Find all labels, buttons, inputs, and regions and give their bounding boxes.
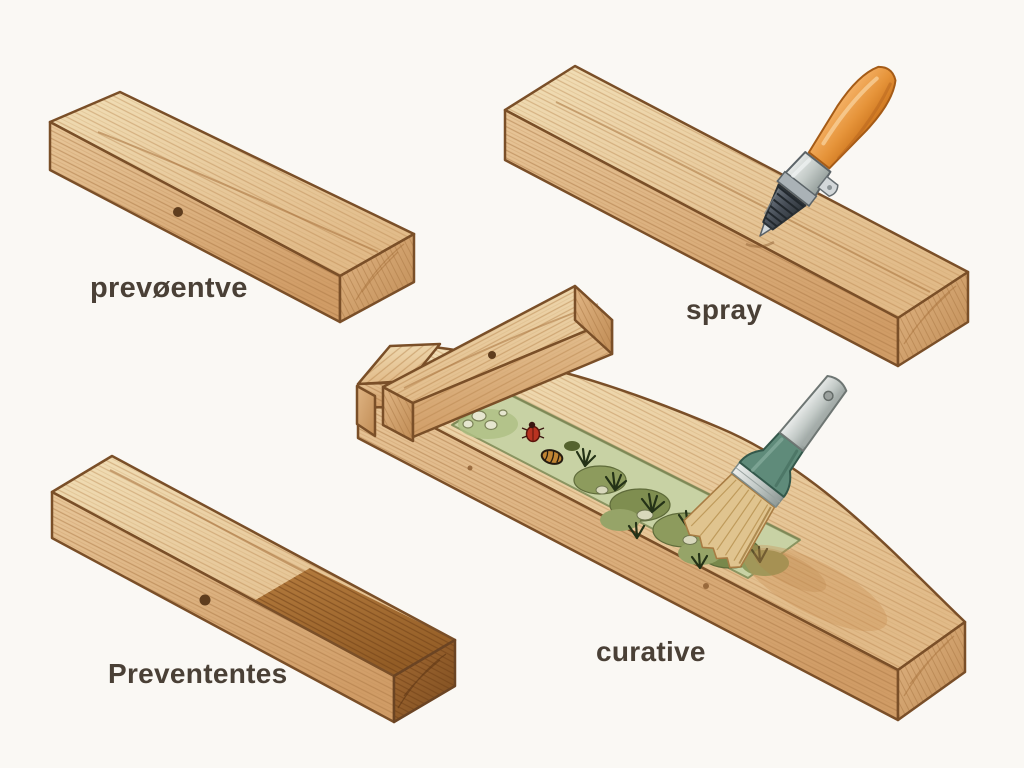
cross-beam bbox=[381, 284, 614, 443]
beetle bbox=[521, 421, 545, 443]
brush-neck bbox=[738, 431, 805, 498]
label-curative: curative bbox=[596, 636, 706, 667]
bore-hole bbox=[173, 207, 183, 217]
beam-infested bbox=[355, 284, 967, 722]
label-spray: spray bbox=[686, 294, 763, 325]
injector-collar-ring bbox=[776, 170, 818, 207]
brush-hang-hole bbox=[823, 390, 834, 402]
injection-point-shadow bbox=[745, 240, 775, 248]
beam-untreated bbox=[48, 90, 416, 324]
injector-handle bbox=[807, 65, 897, 170]
bore-hole bbox=[488, 351, 496, 359]
label-preventive: prevøentve bbox=[90, 272, 248, 304]
knot bbox=[467, 465, 473, 471]
stones bbox=[462, 409, 508, 431]
dark-tuft bbox=[564, 441, 580, 451]
treatment-glaze bbox=[742, 544, 888, 632]
brush-handle bbox=[778, 375, 848, 452]
paint-brush bbox=[683, 375, 848, 569]
bore-hole bbox=[199, 594, 211, 606]
beam-partially-treated bbox=[50, 454, 457, 724]
brush-bristles bbox=[683, 473, 776, 569]
beam-spray bbox=[503, 64, 970, 368]
label-prevententes: Prevententes bbox=[108, 658, 288, 689]
injector-tool bbox=[759, 65, 897, 237]
knot bbox=[703, 583, 709, 589]
larva bbox=[540, 449, 564, 465]
stub-side-face bbox=[355, 384, 377, 438]
